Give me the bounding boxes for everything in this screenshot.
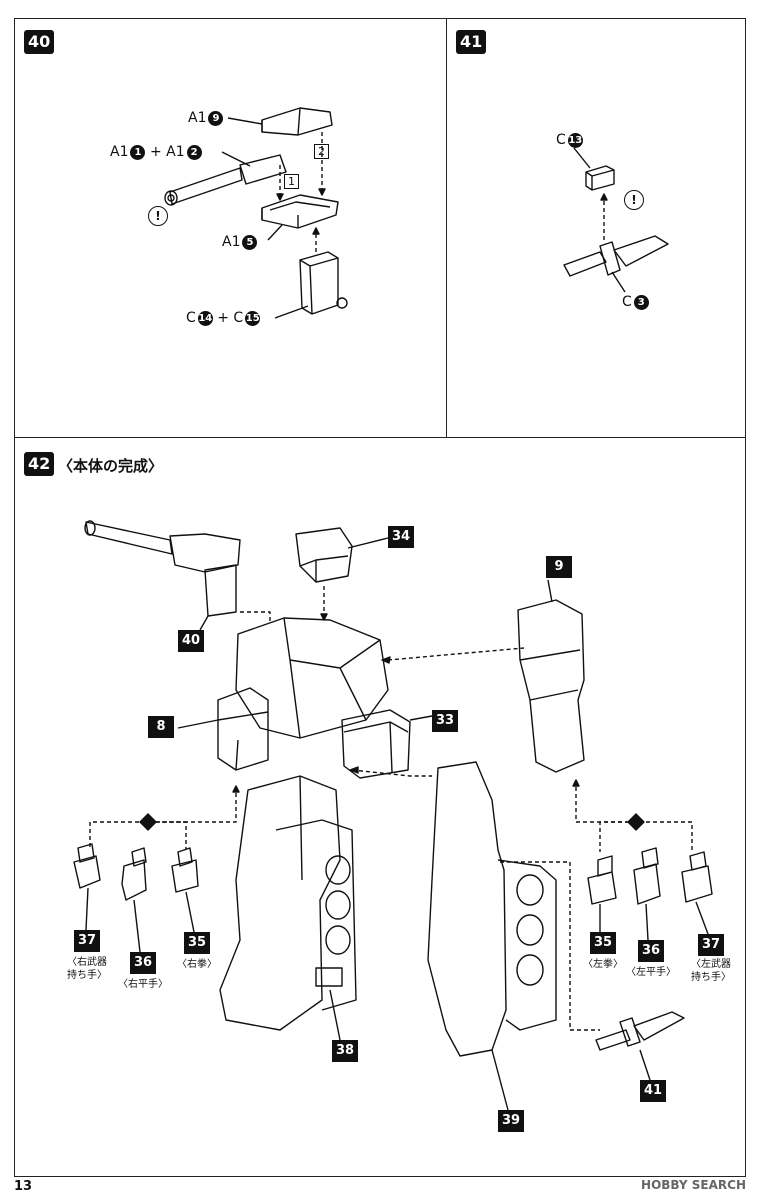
page-number: 13 [14, 1179, 33, 1194]
caution-icon: ! [624, 190, 644, 210]
tag-41: 41 [640, 1080, 666, 1102]
tag-37-left-weapon-hand: 37 [698, 934, 724, 956]
part-number-icon: 3 [633, 294, 649, 310]
part-number-icon: 9 [208, 110, 224, 126]
step-41-number: 41 [456, 30, 487, 54]
knife-shape [563, 235, 669, 277]
part-number-icon: 14 [197, 310, 213, 326]
left-leg-shape [427, 761, 557, 1057]
knife-equip-shape [595, 1011, 685, 1051]
torso-shape [235, 617, 389, 739]
left-arm-shape [517, 599, 585, 773]
step-41-panel [446, 18, 746, 438]
tag-36-left-flat-hand: 36 [638, 940, 664, 962]
tag-35-right-fist: 35 [184, 932, 210, 954]
caption-right-flat-hand: 〈右平手〉 [118, 979, 168, 990]
part-number-icon: 1 [130, 144, 146, 160]
barrel-shape [164, 154, 287, 206]
shoulder-armor-shape [341, 709, 411, 779]
part-a1-9-shape [261, 107, 333, 136]
tag-8: 8 [148, 716, 174, 738]
caption-right-weapon-hand: 〈右武器 持ち手〉 [67, 957, 107, 981]
part-a1-5-shape [261, 194, 339, 229]
part-c13-shape [585, 165, 615, 191]
right-arm-shape [217, 687, 269, 771]
tag-9: 9 [546, 556, 572, 578]
part-number-icon: 5 [242, 234, 258, 250]
order-2-box: 2 [314, 144, 329, 159]
right-leg-shape [219, 775, 357, 1031]
caption-left-fist: 〈左拳〉 [583, 959, 623, 970]
tag-33: 33 [432, 710, 458, 732]
tag-38: 38 [332, 1040, 358, 1062]
caption-left-weapon-hand: 〈左武器 持ち手〉 [691, 959, 731, 983]
tag-35-left-fist: 35 [590, 932, 616, 954]
step-40-number: 40 [24, 30, 55, 54]
caption-right-fist: 〈右拳〉 [177, 959, 217, 970]
watermark: HOBBY SEARCH [641, 1178, 746, 1192]
step-40-panel [14, 18, 447, 438]
tag-39: 39 [498, 1110, 524, 1132]
part-number-icon: 2 [186, 144, 202, 160]
caution-icon: ! [148, 206, 168, 226]
hands-left-set-shape [587, 847, 713, 905]
tag-36-right-flat-hand: 36 [130, 952, 156, 974]
tag-40: 40 [178, 630, 204, 652]
order-1-box: 1 [284, 174, 299, 189]
step-42-panel [14, 437, 746, 1177]
part-c14-c15-shape [299, 251, 348, 315]
step-42-title: 〈本体の完成〉 [58, 457, 164, 475]
head-part-shape [295, 527, 353, 583]
cannon-assembly-shape [84, 520, 241, 617]
step-42-number: 42 [24, 452, 55, 476]
tag-37-right-weapon-hand: 37 [74, 930, 100, 952]
part-number-icon: 13 [567, 132, 583, 148]
part-number-icon: 15 [245, 310, 261, 326]
caption-left-flat-hand: 〈左平手〉 [626, 967, 676, 978]
hands-right-set-shape [73, 843, 199, 901]
tag-34: 34 [388, 526, 414, 548]
